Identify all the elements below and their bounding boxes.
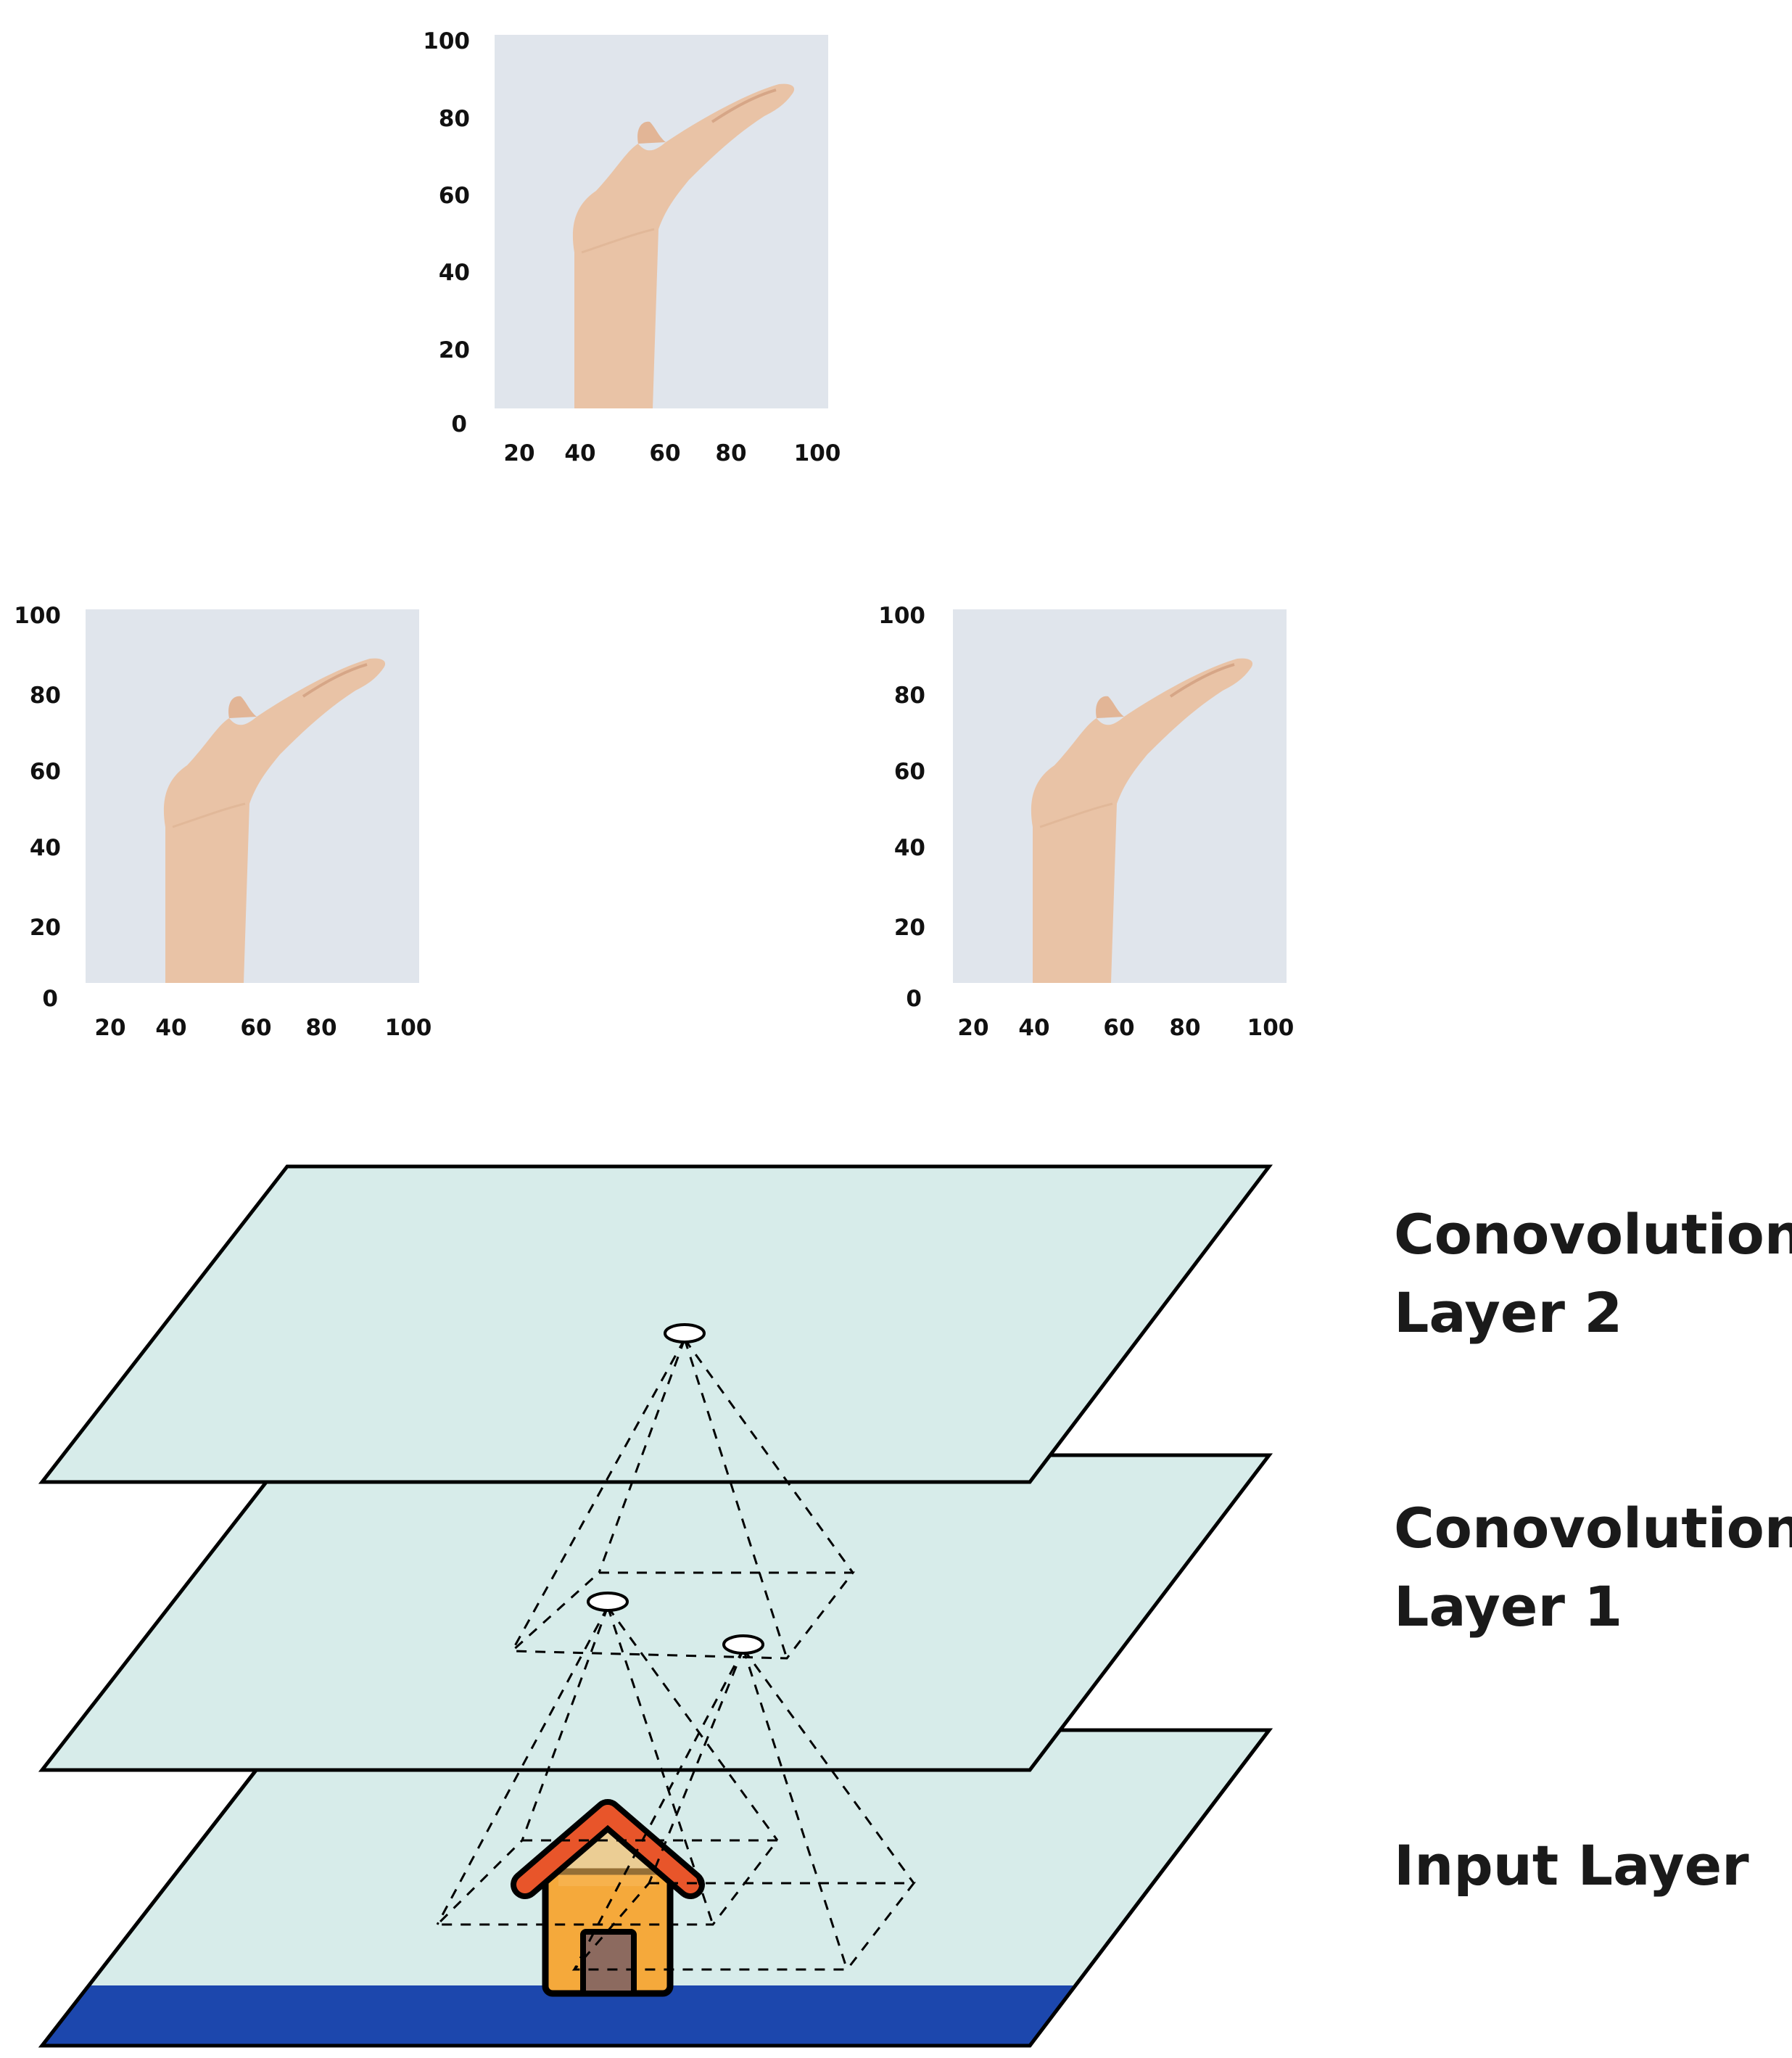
y-axis-ticks: 100 80 60 40 20 0 — [878, 603, 925, 1012]
y-tick: 80 — [30, 683, 61, 709]
x-tick: 20 — [94, 1015, 125, 1041]
y-axis-ticks: 100 80 60 40 20 0 — [14, 603, 61, 1012]
image-panel-left: 100 80 60 40 20 0 20 40 60 80 100 — [14, 603, 432, 1041]
x-tick: 100 — [1247, 1015, 1295, 1041]
x-axis-ticks: 20 40 60 80 100 — [957, 1015, 1294, 1041]
y-tick: 0 — [42, 986, 58, 1012]
neuron-conv2 — [664, 1323, 706, 1343]
y-tick: 80 — [439, 106, 470, 132]
y-tick: 0 — [451, 411, 467, 437]
input-layer-label: Input Layer — [1394, 1833, 1749, 1898]
y-tick: 100 — [878, 603, 925, 629]
y-tick: 0 — [906, 986, 922, 1012]
y-tick: 40 — [439, 260, 470, 286]
x-tick: 100 — [794, 440, 841, 466]
raised-hand-photo — [495, 35, 828, 408]
conv-layer-1-label-line1: Conovolutional — [1394, 1496, 1792, 1560]
x-axis-ticks: 20 40 60 80 100 — [94, 1015, 432, 1041]
ground-band — [42, 1985, 1076, 2046]
house-icon — [511, 1799, 705, 1997]
conv-layer-2-plane — [38, 1164, 1273, 1484]
neuron-conv1-a — [587, 1592, 629, 1612]
y-axis-ticks: 100 80 60 40 20 0 — [423, 28, 470, 437]
x-tick: 80 — [305, 1015, 336, 1041]
raised-hand-photo — [86, 609, 419, 983]
y-tick: 20 — [439, 337, 470, 363]
receptive-field-input-to-conv1 — [434, 1606, 917, 1971]
y-tick: 20 — [894, 915, 925, 941]
y-tick: 20 — [30, 915, 61, 941]
x-tick: 20 — [957, 1015, 988, 1041]
x-tick: 80 — [715, 440, 746, 466]
y-tick: 40 — [30, 835, 61, 861]
conv-layer-2-label-line1: Conovolutional — [1394, 1202, 1792, 1267]
y-tick: 60 — [30, 759, 61, 785]
x-tick: 60 — [1103, 1015, 1134, 1041]
x-tick: 100 — [385, 1015, 432, 1041]
image-panel-right: 100 80 60 40 20 0 20 40 60 80 100 — [878, 603, 1294, 1041]
y-tick: 80 — [894, 683, 925, 709]
y-tick: 60 — [894, 759, 925, 785]
receptive-field-conv1-to-conv2 — [509, 1338, 856, 1660]
y-tick: 40 — [894, 835, 925, 861]
conv-layer-1-plane — [38, 1453, 1273, 1772]
raised-hand-photo — [953, 609, 1287, 983]
y-tick: 100 — [14, 603, 61, 629]
y-tick: 60 — [439, 183, 470, 209]
x-tick: 40 — [155, 1015, 186, 1041]
x-tick: 40 — [1018, 1015, 1049, 1041]
layer-labels: Conovolutional Layer 2 Conovolutional La… — [1394, 1202, 1792, 1898]
x-tick: 40 — [564, 440, 595, 466]
neuron-conv1-b — [722, 1634, 764, 1655]
x-tick: 60 — [649, 440, 680, 466]
x-tick: 20 — [503, 440, 534, 466]
layer-stack — [38, 1164, 1273, 2048]
x-tick: 80 — [1169, 1015, 1200, 1041]
image-panel-top: 100 80 60 40 20 0 20 40 60 80 100 — [423, 28, 841, 466]
x-axis-ticks: 20 40 60 80 100 — [503, 440, 841, 466]
conv-layer-2-label-line2: Layer 2 — [1394, 1280, 1622, 1345]
x-tick: 60 — [240, 1015, 271, 1041]
y-tick: 100 — [423, 28, 470, 54]
conv-layer-1-label-line2: Layer 1 — [1394, 1574, 1622, 1639]
